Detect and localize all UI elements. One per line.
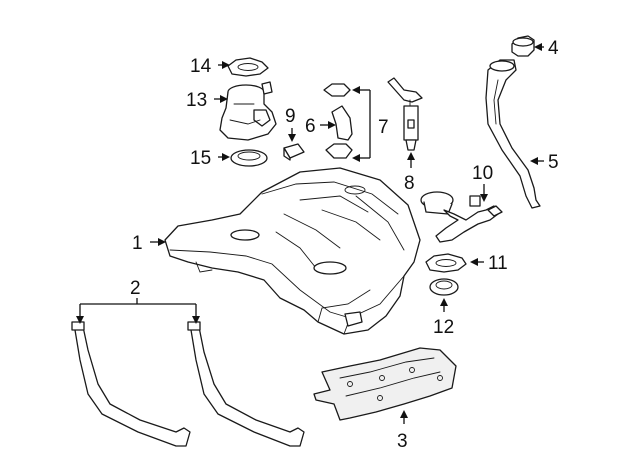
callout-9: 9 (285, 106, 296, 127)
filler-neck (485, 59, 541, 209)
fuel-pump-left (219, 81, 277, 141)
callout-2: 2 (130, 278, 141, 299)
callout-8: 8 (404, 173, 415, 194)
callout-3: 3 (397, 431, 408, 452)
heat-shield (313, 347, 457, 421)
leader-lines (76, 43, 544, 424)
seal-left (230, 149, 268, 167)
callout-5: 5 (548, 152, 559, 173)
vent-hose (331, 105, 353, 141)
callout-10: 10 (472, 163, 493, 184)
callout-labels: 1 2 3 4 5 6 7 8 9 10 11 12 13 14 15 (130, 38, 559, 452)
tank-strap-right (187, 321, 305, 447)
seal-right (429, 278, 459, 296)
lock-ring-right (425, 253, 467, 273)
fuel-tank (164, 167, 421, 335)
fuel-pump-right (420, 191, 503, 243)
callout-11: 11 (488, 253, 508, 274)
hose-clamps (323, 83, 353, 159)
lock-ring-left (227, 57, 269, 77)
callout-1: 1 (132, 233, 143, 254)
fuel-level-sender (387, 77, 423, 151)
callout-13: 13 (186, 90, 207, 111)
callout-15: 15 (190, 148, 211, 169)
filler-cap (511, 35, 535, 57)
connector-block (283, 143, 305, 161)
callout-14: 14 (190, 56, 212, 77)
callout-4: 4 (548, 38, 559, 59)
tank-strap-left (71, 321, 191, 447)
callout-12: 12 (433, 317, 454, 338)
callout-7: 7 (378, 117, 389, 138)
callout-6: 6 (305, 116, 316, 137)
